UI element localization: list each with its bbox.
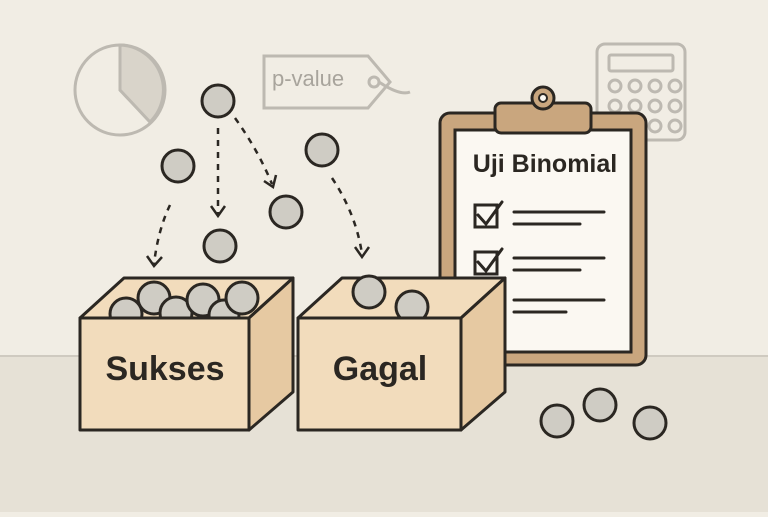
ball-icon bbox=[202, 228, 238, 264]
falling-balls bbox=[160, 83, 340, 264]
ball-icon bbox=[539, 403, 575, 439]
success-bin-label: Sukses bbox=[105, 350, 225, 388]
pie-chart-icon bbox=[73, 43, 167, 137]
ball-icon bbox=[582, 387, 618, 423]
ball-icon bbox=[304, 132, 340, 168]
checklist bbox=[473, 200, 606, 314]
arrow-icon bbox=[233, 117, 274, 185]
success-bin bbox=[78, 276, 295, 432]
clipboard-title: Uji Binomial bbox=[472, 150, 618, 178]
floor-balls bbox=[539, 387, 668, 441]
arrows bbox=[152, 117, 364, 265]
checkbox-icon bbox=[473, 200, 504, 229]
ball-icon bbox=[632, 405, 668, 441]
ball-icon bbox=[160, 148, 196, 184]
p-value-tag-label: p-value bbox=[272, 66, 345, 91]
ball-icon bbox=[268, 194, 304, 230]
arrow-icon bbox=[330, 177, 364, 255]
checkbox-icon bbox=[473, 247, 504, 276]
arrow-icon bbox=[152, 204, 172, 265]
failure-bin-label: Gagal bbox=[332, 350, 428, 388]
arrowheads bbox=[145, 174, 371, 269]
failure-bin bbox=[296, 274, 507, 432]
ball-icon bbox=[200, 83, 236, 119]
price-tag-icon bbox=[262, 54, 411, 110]
